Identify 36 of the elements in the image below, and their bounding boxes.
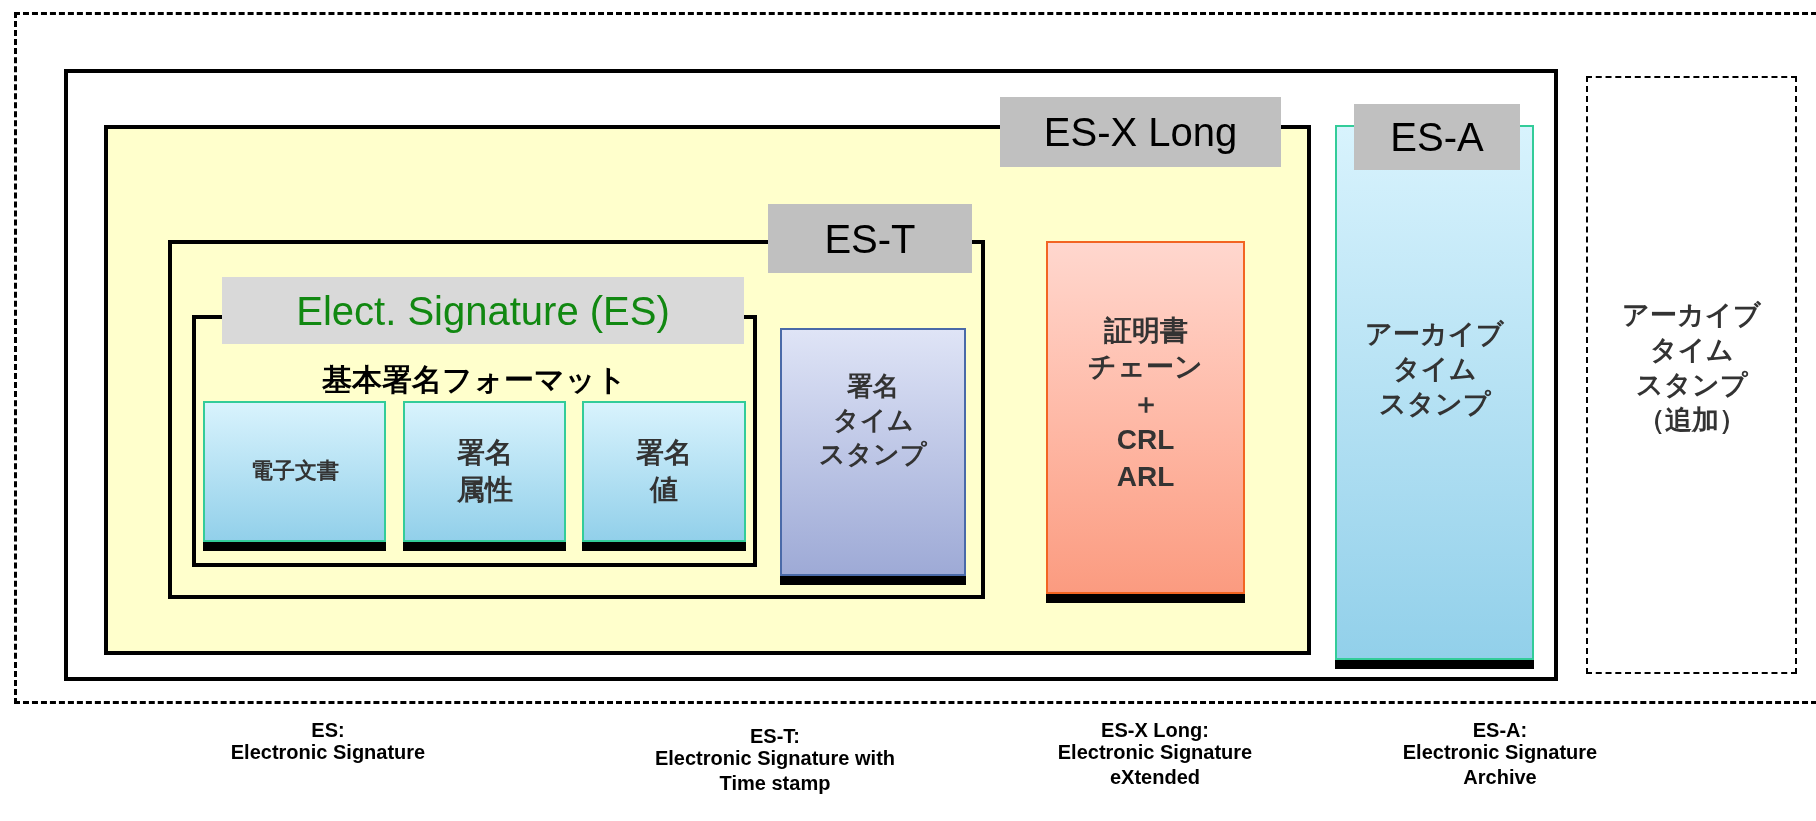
box-text: 値 — [650, 472, 678, 507]
box-text: スタンプ — [819, 437, 927, 471]
dashed-frame — [14, 12, 1816, 704]
box-text: スタンプ — [1378, 388, 1491, 422]
box-text: チェーン — [1088, 350, 1203, 385]
footnote-text: ES-X Long: — [1100, 718, 1210, 743]
tab-label: ES-T — [768, 204, 972, 273]
box-text: アーカイブ — [1365, 318, 1504, 351]
footnote-text: Electronic Signature with Time stamp — [653, 746, 896, 796]
box-text: ＋ — [1131, 386, 1160, 421]
box-text: アーカイブ — [1622, 299, 1761, 332]
box-text: ARL — [1116, 459, 1175, 494]
tab-label: Elect. Signature (ES) — [222, 277, 744, 344]
tab-label: ES-A — [1354, 104, 1520, 170]
box-text: 証明書 — [1103, 314, 1188, 348]
box-text: （追加） — [1637, 404, 1746, 438]
outer-box — [64, 69, 1558, 681]
box-text: タイム — [1649, 334, 1734, 368]
footnote-text: ES-A: — [1471, 718, 1529, 743]
footnote-text: ES-T: — [749, 724, 801, 749]
dashed-archive-box — [1586, 76, 1797, 674]
box-text: タイム — [1392, 353, 1477, 387]
box-text: CRL — [1116, 423, 1175, 458]
box-text: 属性 — [456, 472, 513, 507]
heading: 基本署名フォーマット — [321, 362, 628, 398]
footnote-text: ES: — [310, 718, 346, 743]
footnote-text: Electronic Signature — [229, 740, 427, 765]
box-text: 署名 — [456, 436, 513, 471]
box-text: タイム — [832, 403, 914, 437]
box-text: 署名 — [847, 370, 899, 403]
box-text: スタンプ — [1635, 369, 1748, 403]
footnote-text: Electronic Signature Archive — [1401, 740, 1599, 790]
tab-label: ES-X Long — [1000, 97, 1281, 167]
footnote-text: Electronic Signature eXtended — [1056, 741, 1254, 790]
box-text: 電子文書 — [250, 457, 339, 486]
box-text: 署名 — [636, 436, 692, 471]
